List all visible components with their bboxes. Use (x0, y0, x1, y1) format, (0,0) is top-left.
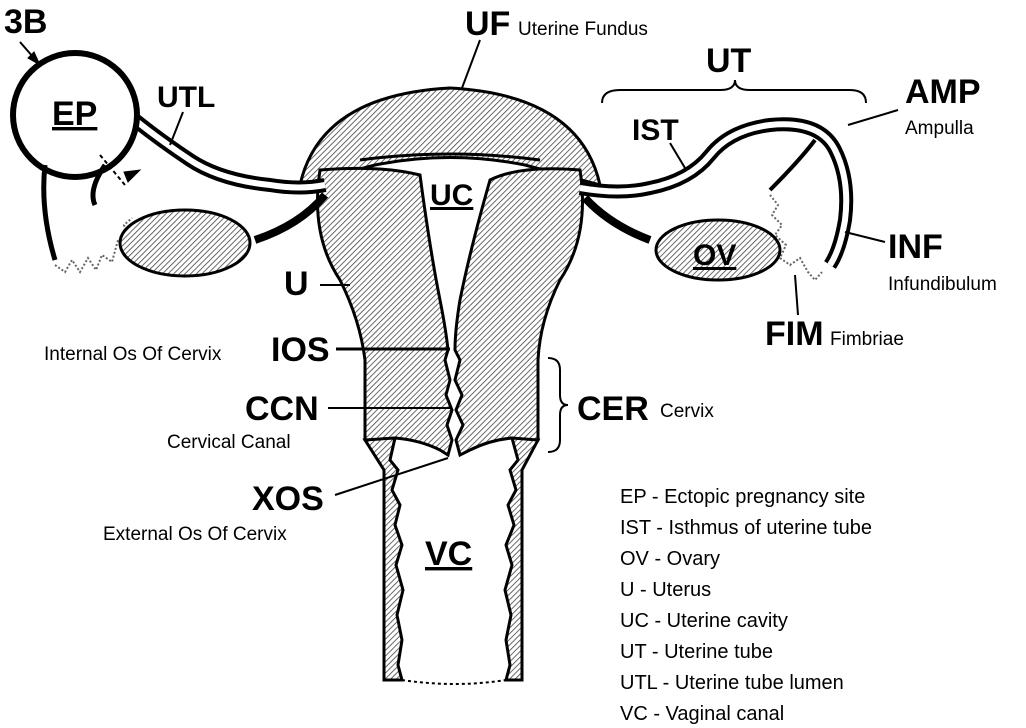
legend-item: VC - Vaginal canal (620, 703, 784, 725)
left-uterine-tube-lumen (110, 100, 325, 188)
ios-label: IOS (271, 331, 330, 369)
ep-label: EP (52, 95, 97, 133)
vaginal-opening-edge (402, 680, 506, 684)
right-tube-thick-segment (585, 198, 650, 240)
legend-item: IST - Isthmus of uterine tube (620, 517, 872, 539)
legend-item: EP - Ectopic pregnancy site (620, 486, 865, 508)
inf-label: INF (888, 228, 943, 266)
right-fimbriae (770, 195, 822, 280)
right-infundibulum-inner (770, 140, 815, 190)
legend: EP - Ectopic pregnancy site IST - Isthmu… (620, 486, 872, 725)
inf-full-label: Infundibulum (888, 274, 997, 295)
utl-label: UTL (157, 81, 215, 114)
fim-full-label: Fimbriae (830, 329, 904, 350)
left-ovary (120, 210, 250, 276)
ist-label: IST (632, 114, 679, 147)
uf-full-label: Uterine Fundus (518, 19, 648, 40)
ccn-full-label: Cervical Canal (167, 432, 291, 453)
legend-item: OV - Ovary (620, 548, 720, 570)
u-label: U (284, 265, 309, 303)
legend-item: U - Uterus (620, 579, 711, 601)
ov-label: OV (693, 239, 736, 272)
cer-label: CER (577, 390, 649, 428)
legend-item: UT - Uterine tube (620, 641, 773, 663)
fim-label: FIM (765, 315, 824, 353)
cer-full-label: Cervix (660, 401, 714, 422)
ios-full-label: Internal Os Of Cervix (44, 344, 222, 365)
amp-label: AMP (905, 73, 981, 111)
amp-full-label: Ampulla (905, 118, 974, 139)
vc-label: VC (425, 535, 472, 573)
xos-label: XOS (252, 480, 324, 518)
xos-full-label: External Os Of Cervix (103, 524, 287, 545)
ccn-label: CCN (245, 390, 319, 428)
left-tube-thick-segment (255, 195, 325, 240)
right-vaginal-wall (505, 438, 538, 680)
right-uterine-wall (455, 169, 583, 455)
figure-ref-label: 3B (4, 3, 47, 41)
uf-label: UF (465, 5, 510, 43)
uc-label: UC (430, 179, 473, 212)
legend-item: UTL - Uterine tube lumen (620, 672, 844, 694)
ut-label: UT (706, 42, 752, 80)
legend-item: UC - Uterine cavity (620, 610, 788, 632)
